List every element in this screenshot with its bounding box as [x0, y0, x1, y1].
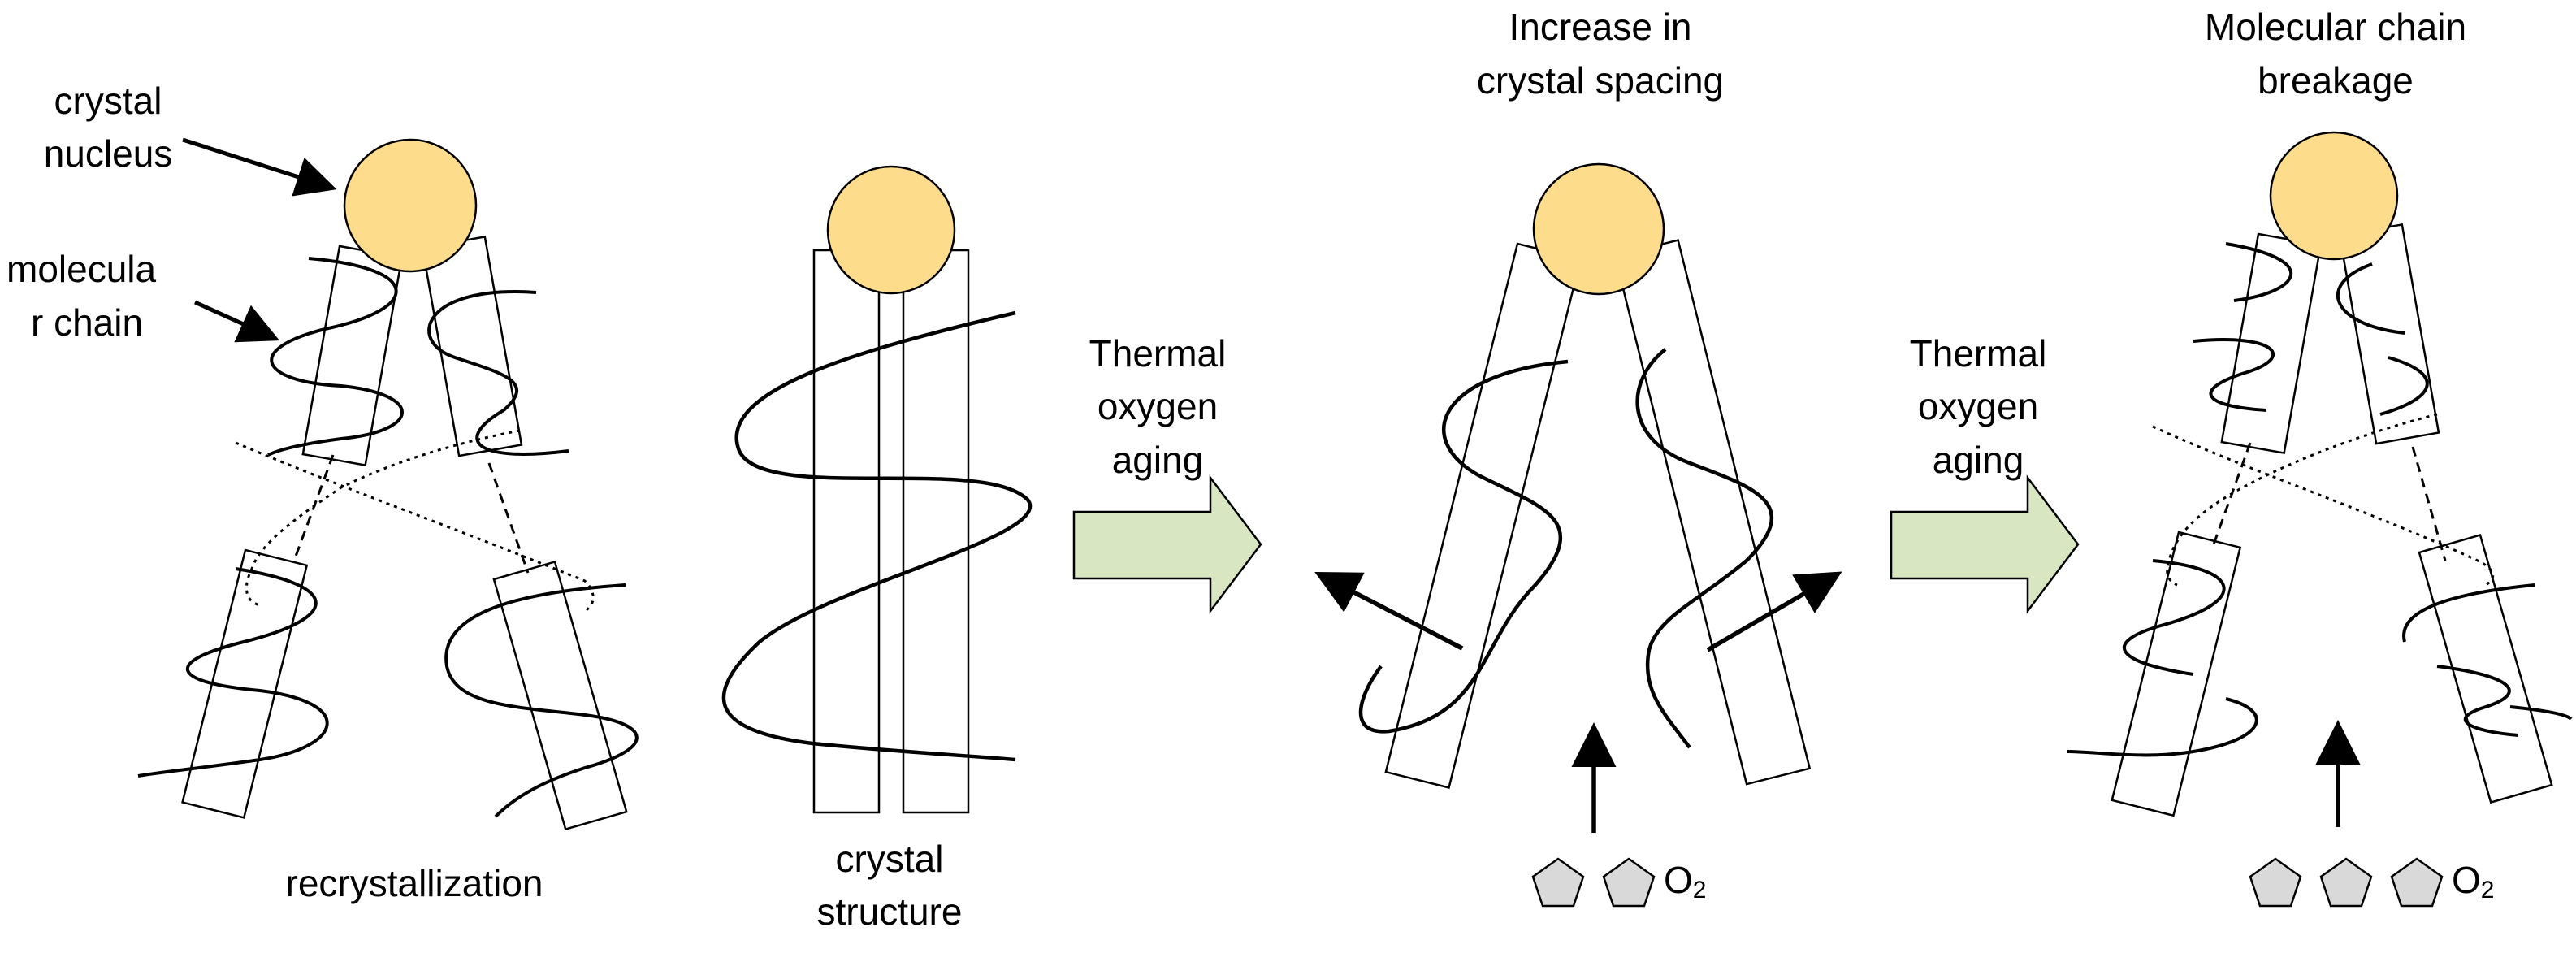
panel-chain-breakage [2067, 131, 2573, 908]
molecular-chain-stretched-right [1635, 348, 1774, 749]
lamella-tilted-right [1613, 239, 1812, 786]
lamella-break-bottom-right [2418, 533, 2553, 804]
o2-sub-panel3: 2 [1692, 877, 1707, 903]
molecular-chain-bottom-left [137, 567, 329, 778]
molecular-chain-top-left [267, 257, 404, 457]
broken-chain-fragment-8 [2436, 665, 2519, 737]
label-recrystallization: recrystallization [285, 862, 543, 904]
label-spacing-line1: Increase in [1509, 6, 1692, 48]
oxygen-molecule-pentagon-2 [1602, 857, 1656, 908]
lamella-bottom-left [181, 548, 309, 819]
label-o2-panel3: O2 [1664, 858, 1706, 904]
spread-arrow-left [1314, 571, 1464, 651]
broken-chain-fragment-5 [2123, 559, 2226, 676]
label-o2-panel4: O2 [2452, 858, 2494, 904]
label-crystal-structure-line2: structure [816, 890, 963, 933]
tie-line-break-right [2411, 446, 2447, 561]
process-arrow-2 [1890, 474, 2080, 614]
label-arrow2-line3: aging [1932, 439, 2024, 481]
dotted-chain-break-1 [2152, 425, 2495, 587]
broken-chain-fragment-9 [2509, 705, 2573, 721]
o2-main-panel4: O [2452, 859, 2481, 901]
o2-sub-panel4: 2 [2480, 877, 2495, 903]
lamella-break-bottom-left [2111, 531, 2242, 817]
lamella-right [902, 249, 970, 814]
lamella-break-top-left [2220, 232, 2323, 455]
crystal-nucleus-4 [2269, 131, 2399, 261]
crystal-nucleus-3 [1532, 162, 1665, 296]
label-molecular-chain-line2: r chain [31, 301, 144, 344]
oxygen-molecule-pentagon-4 [2319, 857, 2373, 908]
label-arrow2-line1: Thermal [1909, 332, 2047, 375]
broken-chain-fragment-1 [2225, 242, 2292, 302]
dotted-chain-2 [245, 429, 521, 607]
oxygen-molecule-pentagon-5 [2390, 857, 2444, 908]
broken-chain-fragment-3 [2336, 262, 2405, 335]
lamella-bottom-right [492, 560, 628, 831]
label-arrow2-line2: oxygen [1917, 385, 2039, 427]
lamella-left [812, 249, 881, 814]
dotted-chain-1 [235, 441, 595, 613]
molecular-chain-bottom-right [444, 583, 639, 818]
label-breakage-line2: breakage [2258, 59, 2414, 102]
broken-chain-fragment-6 [2067, 697, 2258, 757]
crystal-nucleus-2 [826, 165, 956, 295]
label-spacing-line2: crystal spacing [1476, 59, 1725, 102]
tie-line-right [487, 462, 530, 574]
label-crystal-nucleus-line2: nucleus [43, 132, 173, 175]
broken-chain-fragment-2 [2193, 338, 2275, 412]
label-crystal-nucleus-line1: crystal [54, 80, 162, 122]
molecular-chain-stretched-left [1358, 359, 1569, 734]
label-arrow1-line1: Thermal [1089, 332, 1227, 375]
o2-main-panel3: O [1664, 859, 1693, 901]
label-crystal-structure-line1: crystal [835, 838, 944, 880]
oxygen-molecule-pentagon-3 [2249, 857, 2302, 908]
label-molecular-chain-line1: molecula [6, 248, 157, 290]
broken-chain-fragment-4 [2379, 356, 2429, 416]
panel-increase-spacing [1314, 162, 1842, 908]
pointer-arrow-chain [193, 300, 280, 343]
spread-arrow-right [1706, 571, 1842, 652]
broken-chain-fragment-7 [2402, 583, 2535, 643]
molecular-chain-top-right [427, 290, 569, 456]
label-arrow1-line2: oxygen [1097, 385, 1219, 427]
label-breakage-line1: Molecular chain [2204, 6, 2467, 48]
process-arrow-1 [1072, 474, 1262, 614]
dotted-chain-break-2 [2166, 413, 2438, 587]
molecular-chain-folded [721, 310, 1033, 762]
pointer-arrow-nucleus [182, 137, 337, 197]
label-arrow1-line3: aging [1111, 439, 1204, 481]
panel-crystal-structure [721, 165, 1033, 814]
crystal-nucleus-1 [343, 138, 478, 273]
oxygen-molecule-pentagon-1 [1531, 857, 1585, 908]
panel-recrystallization [137, 137, 639, 831]
